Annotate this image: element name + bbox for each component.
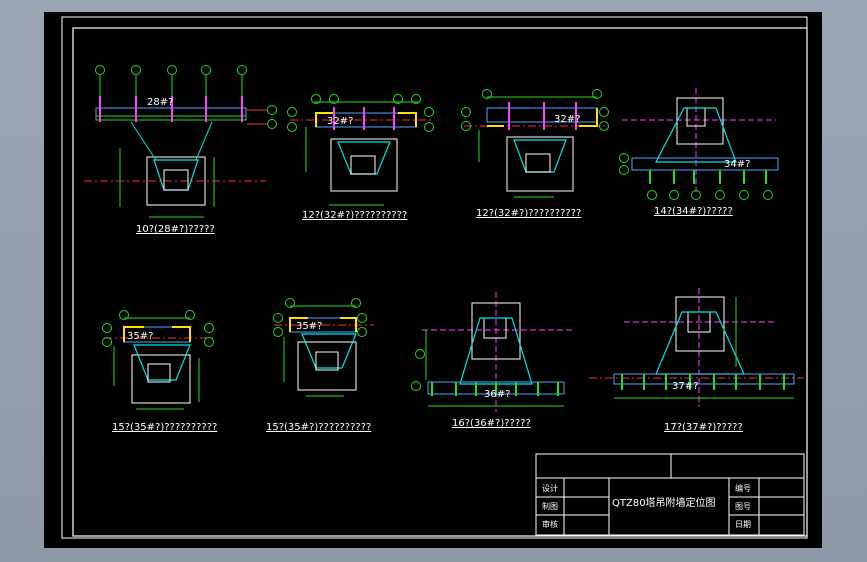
plan-p14: 34#? 14?(34#?)????? (619, 88, 779, 217)
caption-p10: 10?(28#?)????? (136, 224, 215, 235)
tag-p14: 34#? (724, 159, 750, 170)
cad-drawing: 28#? 10?(28#?)????? 32#? 12?(32#?)??????… (61, 16, 808, 539)
title-block (535, 453, 805, 536)
plan-p16: 36#? 16?(36#?)????? (411, 292, 574, 429)
plan-p12a: 32#? 12?(32#?)?????????? (287, 94, 434, 221)
tag-p15b: 35#? (296, 321, 322, 332)
reviewer-label: 审核 (542, 519, 558, 529)
cad-viewport[interactable]: 28#? 10?(28#?)????? 32#? 12?(32#?)??????… (44, 12, 822, 548)
caption-p14: 14?(34#?)????? (654, 206, 733, 217)
sheet-label: 图号 (735, 502, 751, 511)
plan-p15a: 35#? 15?(35#?)?????????? (102, 310, 217, 433)
tag-p17: 37#? (672, 381, 698, 392)
plan-p17: 37#? 17?(37#?)????? (589, 288, 804, 433)
caption-p15b: 15?(35#?)?????????? (266, 422, 371, 433)
plan-p12b: 32#? 12?(32#?)?????????? (461, 89, 609, 219)
caption-p15a: 15?(35#?)?????????? (112, 422, 217, 433)
caption-p12b: 12?(32#?)?????????? (476, 208, 581, 219)
drawing-title: QTZ80塔吊附墙定位图 (612, 496, 716, 509)
caption-p16: 16?(36#?)????? (452, 418, 531, 429)
tag-p12b: 32#? (554, 114, 580, 125)
caption-p17: 17?(37#?)????? (664, 422, 743, 433)
designer-label: 设计 (542, 483, 558, 493)
drawer-label: 制图 (542, 501, 558, 511)
caption-p12a: 12?(32#?)?????????? (302, 210, 407, 221)
plan-p10: 28#? 10?(28#?)????? (84, 65, 277, 235)
tag-p16: 36#? (484, 389, 510, 400)
date-label: 日期 (735, 520, 751, 529)
tag-p15a: 35#? (127, 331, 153, 342)
plan-p15b: 35#? 15?(35#?)?????????? (266, 298, 374, 433)
tag-p12a: 32#? (327, 116, 353, 127)
tag-p10: 28#? (147, 97, 173, 108)
number-label: 编号 (735, 483, 751, 493)
inner-frame (72, 27, 808, 537)
outer-frame (61, 16, 808, 539)
